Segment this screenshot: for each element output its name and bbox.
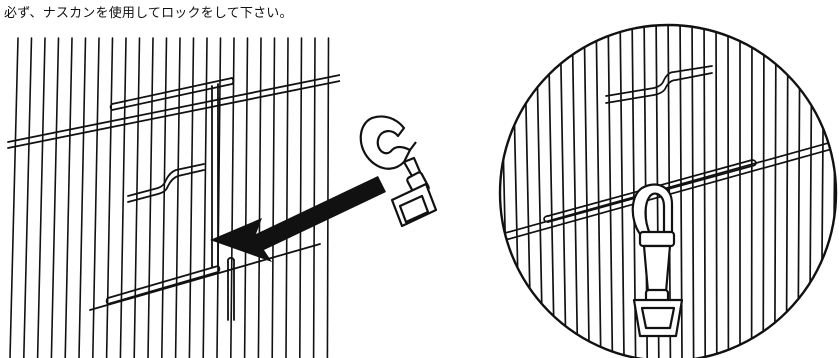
- cage-bar: [298, 37, 303, 358]
- magnified-bar: [535, 25, 544, 358]
- cage-bar: [230, 37, 235, 358]
- direction-arrow: [210, 176, 386, 262]
- cage-bar: [326, 37, 330, 358]
- magnified-bar: [547, 25, 556, 358]
- magnified-bar: [715, 25, 718, 358]
- magnified-bar: [583, 25, 591, 358]
- magnified-bar: [808, 25, 813, 358]
- cage-bar: [133, 37, 141, 358]
- cage-bar: [174, 37, 181, 358]
- magnified-bar: [691, 25, 695, 358]
- magnified-bar: [559, 25, 567, 358]
- magnified-bar: [619, 25, 625, 358]
- cage-bar: [36, 37, 46, 358]
- cage-bar: [188, 37, 195, 358]
- cage-frame-rails: [7, 74, 340, 311]
- magnified-bar: [773, 25, 777, 358]
- cage-bar: [22, 37, 33, 358]
- cage-bar: [50, 37, 60, 358]
- snap-hook-icon: [359, 115, 438, 228]
- magnified-bar: [607, 25, 614, 358]
- magnified-bar: [820, 25, 825, 358]
- cage-bar: [9, 37, 19, 358]
- cage-bar: [312, 37, 316, 358]
- cage-bars: [9, 37, 330, 358]
- cage-bar: [105, 37, 114, 358]
- cage-bar: [202, 37, 208, 358]
- cage-bar: [119, 37, 127, 358]
- cage-bar: [92, 37, 100, 358]
- magnified-bar: [511, 25, 521, 358]
- cage-bar: [271, 37, 276, 358]
- magnified-bar: [523, 25, 533, 358]
- magnified-detail: [498, 23, 838, 358]
- cage-bar: [78, 37, 87, 358]
- cage-bar: [243, 37, 249, 358]
- magnified-bar: [595, 25, 602, 358]
- cage-bar: [161, 37, 168, 358]
- magnified-bar: [785, 25, 789, 358]
- locked-snap-hook-icon: [631, 183, 684, 338]
- magnified-bar: [797, 25, 801, 358]
- cage-gate-illustration: [7, 37, 340, 358]
- cage-bar: [64, 37, 73, 358]
- magnified-bar: [762, 25, 765, 358]
- cage-bar: [147, 37, 154, 358]
- instruction-text: 必ず、ナスカンを使用してロックをして下さい。: [4, 6, 293, 21]
- door-frame: [105, 77, 235, 321]
- cage-bar: [257, 37, 262, 358]
- magnified-bar: [571, 25, 579, 358]
